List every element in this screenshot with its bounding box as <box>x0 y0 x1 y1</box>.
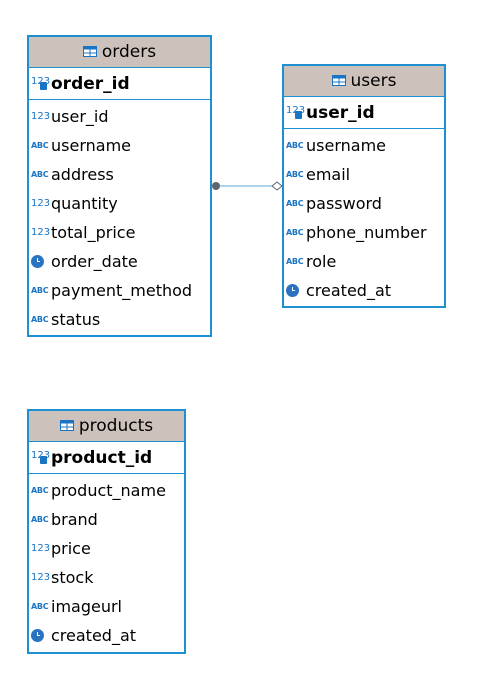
column-name: created_at <box>306 281 392 300</box>
primary-key-name: order_id <box>51 73 130 94</box>
entity-title: users <box>350 71 397 91</box>
text-type-icon: ABC <box>31 315 49 324</box>
column-row[interactable]: created_at <box>29 621 184 650</box>
text-type-icon: ABC <box>31 602 49 611</box>
clock-icon <box>31 255 51 268</box>
column-row[interactable]: created_at <box>284 276 444 305</box>
primary-key-row[interactable]: 123 product_id <box>29 442 184 474</box>
primary-key-number-icon: 123 <box>31 450 51 466</box>
number-type-icon: 123 <box>31 543 51 554</box>
column-name: role <box>306 252 337 271</box>
column-name: imageurl <box>51 597 122 616</box>
column-name: username <box>51 136 131 155</box>
entity-header[interactable]: users <box>284 66 444 97</box>
column-name: payment_method <box>51 281 193 300</box>
primary-key-number-icon: 123 <box>286 105 306 121</box>
primary-key-row[interactable]: 123 order_id <box>29 68 210 100</box>
text-type-icon: ABC <box>31 170 49 179</box>
text-type-icon: ABC <box>286 228 304 237</box>
number-type-icon: 123 <box>31 111 51 122</box>
column-name: price <box>51 539 91 558</box>
text-type-icon: ABC <box>31 486 49 495</box>
number-type-icon: 123 <box>31 572 51 583</box>
clock-icon <box>31 629 51 642</box>
column-name: total_price <box>51 223 136 242</box>
number-type-icon: 123 <box>31 198 51 209</box>
column-name: created_at <box>51 626 137 645</box>
column-name: product_name <box>51 481 166 500</box>
table-icon <box>82 45 97 57</box>
primary-key-row[interactable]: 123 user_id <box>284 97 444 129</box>
entity-header[interactable]: orders <box>29 37 210 68</box>
relationship-many-end-dot <box>212 182 220 190</box>
entity-products[interactable]: products 123 product_id ABCproduct_name … <box>27 409 186 654</box>
primary-key-name: user_id <box>306 102 375 123</box>
column-row[interactable]: order_date <box>29 247 210 276</box>
column-name: phone_number <box>306 223 427 242</box>
column-name: status <box>51 310 101 329</box>
number-type-icon: 123 <box>31 227 51 238</box>
primary-key-name: product_id <box>51 447 153 468</box>
relationship-optional-diamond <box>271 181 283 191</box>
column-name: email <box>306 165 351 184</box>
column-name: address <box>51 165 114 184</box>
column-name: order_date <box>51 252 138 271</box>
table-icon <box>331 74 346 86</box>
text-type-icon: ABC <box>286 170 304 179</box>
entity-title: products <box>78 416 154 436</box>
entity-title: orders <box>101 42 157 62</box>
text-type-icon: ABC <box>31 515 49 524</box>
column-name: stock <box>51 568 94 587</box>
text-type-icon: ABC <box>286 257 304 266</box>
column-name: quantity <box>51 194 118 213</box>
text-type-icon: ABC <box>286 199 304 208</box>
text-type-icon: ABC <box>31 141 49 150</box>
column-name: user_id <box>51 107 109 126</box>
clock-icon <box>286 284 306 297</box>
column-name: brand <box>51 510 98 529</box>
text-type-icon: ABC <box>286 141 304 150</box>
table-icon <box>59 419 74 431</box>
column-name: password <box>306 194 382 213</box>
column-name: username <box>306 136 386 155</box>
primary-key-number-icon: 123 <box>31 76 51 92</box>
entity-header[interactable]: products <box>29 411 184 442</box>
text-type-icon: ABC <box>31 286 49 295</box>
